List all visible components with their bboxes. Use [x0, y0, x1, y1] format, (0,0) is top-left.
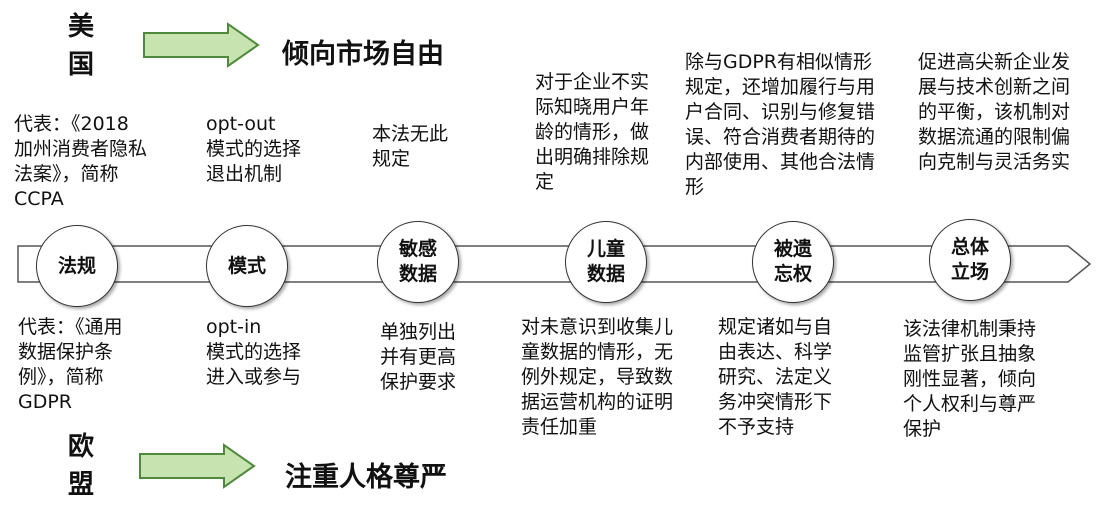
- node-mode: 模式: [206, 225, 288, 307]
- node-forget-right: 被遗 忘权: [752, 221, 834, 303]
- eu-note-child-data: 对未意识到收集儿 童数据的情形，无 例外规定，导致数 据运营机构的证明 责任加重: [521, 316, 674, 438]
- eu-note-forget-right: 规定诸如与自 由表达、科学 研究、法定义 务冲突情形下 不予支持: [718, 316, 833, 438]
- usa-note-stance: 促进高尖新企业发 展与技术创新之间 的平衡，该机制对 数据流通的限制偏 向克制与…: [918, 51, 1071, 173]
- eu-label: 欧盟: [68, 432, 97, 500]
- usa-arrow-icon: [143, 22, 260, 68]
- node-sensitive-data: 敏感 数据: [377, 221, 459, 303]
- usa-note-sensitive-data: 本法无此 规定: [372, 123, 449, 170]
- usa-tagline: 倾向市场自由: [282, 39, 444, 70]
- usa-note-child-data: 对于企业不实 际知晓用户年 龄的情形，做 出明确排除规 定: [535, 71, 650, 193]
- node-child-data: 儿童 数据: [565, 221, 647, 303]
- eu-note-mode: opt-in 模式的选择 进入或参与: [206, 316, 302, 388]
- usa-label: 美国: [68, 12, 97, 80]
- usa-note-mode: opt-out 模式的选择 退出机制: [206, 113, 302, 185]
- usa-note-forget-right: 除与GDPR有相似情形 规定，还增加履行与用 户合同、识别与修复错 误、符合消费…: [685, 51, 876, 198]
- usa-note-regulation: 代表：《2018 加州消费者隐私 法案》，简称 CCPA: [14, 113, 148, 210]
- eu-note-regulation: 代表：《通用 数据保护条 例》，简称 GDPR: [18, 316, 123, 413]
- eu-tagline: 注重人格尊严: [285, 462, 447, 493]
- eu-note-sensitive-data: 单独列出 并有更高 保护要求: [380, 321, 457, 393]
- node-regulation: 法规: [36, 225, 118, 307]
- eu-arrow-icon: [139, 443, 256, 489]
- eu-note-stance: 该法律机制秉持 监管扩张且抽象 刚性显著，倾向 个人权利与尊严 保护: [903, 318, 1037, 440]
- node-stance: 总体 立场: [929, 219, 1011, 301]
